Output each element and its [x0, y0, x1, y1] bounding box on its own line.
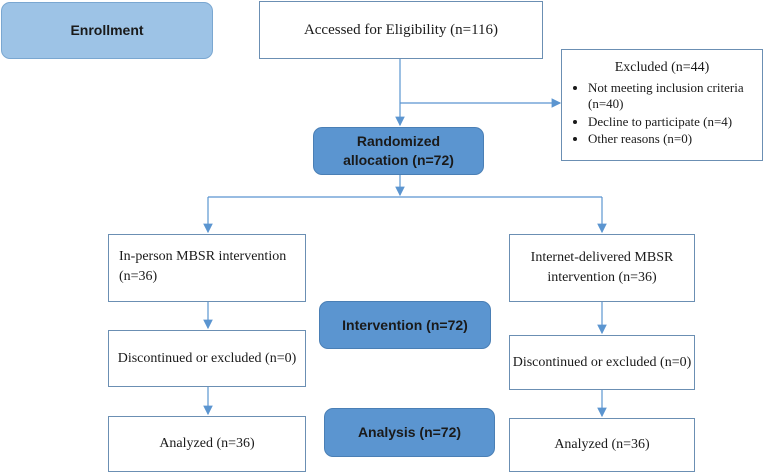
analysis-label: Analysis (n=72): [324, 408, 495, 457]
excluded-reasons-list: Not meeting inclusion criteria (n=40) De…: [570, 80, 754, 147]
in-person-intervention-text: In-person MBSR intervention (n=36): [119, 249, 287, 284]
eligibility-text: Accessed for Eligibility (n=116): [303, 21, 499, 38]
in-person-intervention-box: In-person MBSR intervention (n=36): [108, 234, 306, 302]
excluded-title: Excluded (n=44): [614, 60, 710, 75]
eligibility-box: Accessed for Eligibility (n=116): [259, 1, 543, 59]
right-analyzed-box: Analyzed (n=36): [509, 418, 695, 472]
left-discontinued-box: Discontinued or excluded (n=0): [108, 330, 306, 387]
right-discontinued-text: Discontinued or excluded (n=0): [512, 354, 692, 370]
excluded-reason-item: Decline to participate (n=4): [588, 114, 754, 130]
internet-intervention-text: Internet-delivered MBSR intervention (n=…: [530, 250, 674, 285]
enrollment-label: Enrollment: [1, 2, 213, 59]
right-discontinued-box: Discontinued or excluded (n=0): [509, 335, 695, 390]
left-analyzed-box: Analyzed (n=36): [108, 416, 306, 472]
left-analyzed-text: Analyzed (n=36): [159, 436, 255, 451]
right-analyzed-text: Analyzed (n=36): [554, 437, 650, 452]
intervention-label: Intervention (n=72): [319, 301, 491, 349]
excluded-reason-item: Not meeting inclusion criteria (n=40): [588, 80, 754, 113]
randomized-allocation-label: Randomized allocation (n=72): [313, 127, 484, 175]
excluded-reason-item: Other reasons (n=0): [588, 131, 754, 147]
internet-intervention-box: Internet-delivered MBSR intervention (n=…: [509, 234, 695, 302]
left-discontinued-text: Discontinued or excluded (n=0): [117, 350, 297, 366]
excluded-box: Excluded (n=44) Not meeting inclusion cr…: [561, 49, 763, 161]
